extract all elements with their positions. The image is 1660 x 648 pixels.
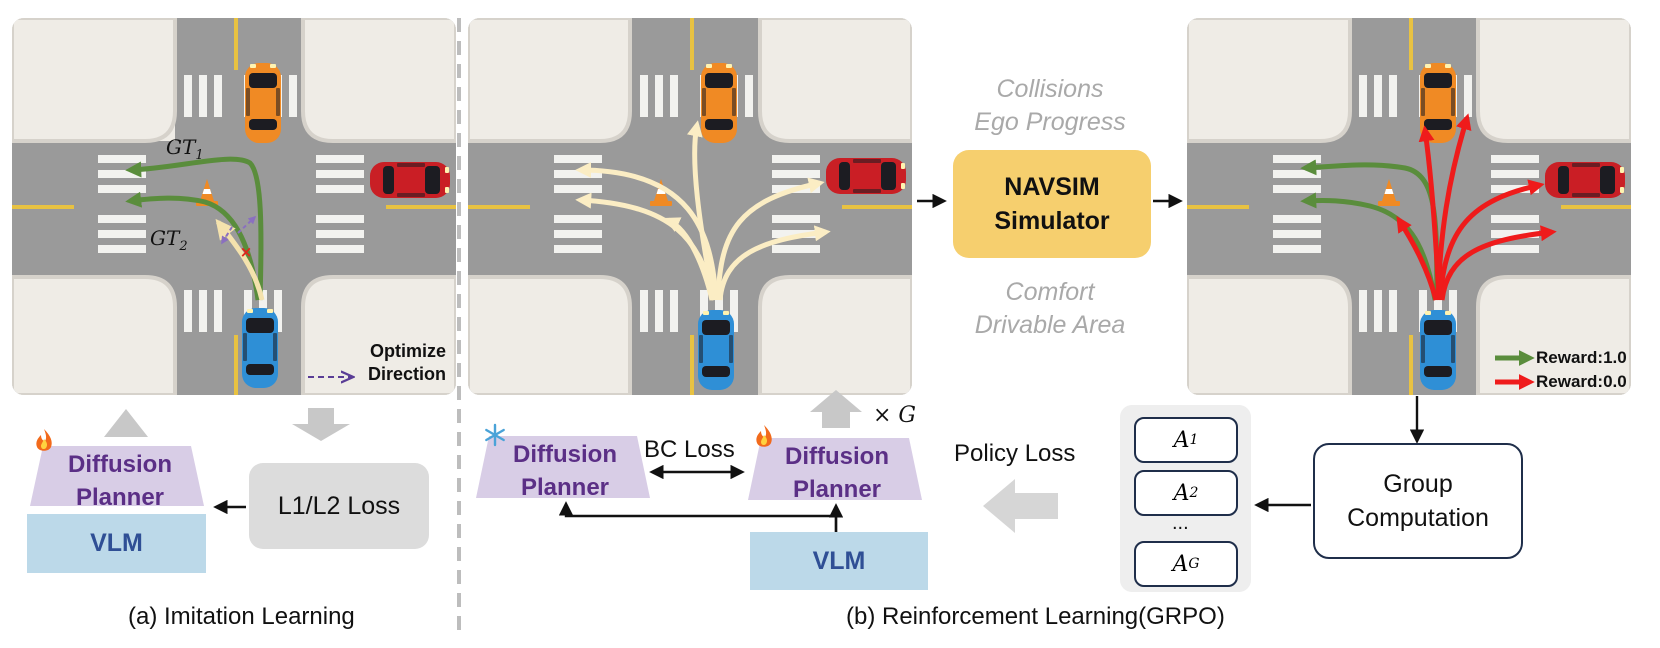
caption-imitation-learning: (a) Imitation Learning — [128, 603, 355, 630]
diffusion-planner-a: Diffusion Planner — [68, 451, 172, 511]
intersection-b — [468, 18, 912, 395]
vlm-box-b: VLM — [750, 532, 928, 590]
intersection-a: × — [12, 18, 456, 395]
gt1-trajectory — [125, 156, 264, 301]
left-arrow-icon — [983, 479, 1058, 533]
error-mark-icon: × — [240, 243, 253, 261]
diffusion-planner-frozen: Diffusion Planner — [513, 441, 617, 501]
gt2-label: GT2 — [150, 226, 188, 254]
predicted-trajectory — [215, 218, 265, 301]
down-arrow-icon — [292, 408, 350, 441]
snowflake-icon — [485, 423, 505, 447]
l1-l2-loss-box: L1/L2 Loss — [249, 463, 429, 549]
sampled-trajectories — [575, 120, 831, 301]
legend-reward-good: Reward:1.0 — [1536, 348, 1627, 367]
intersection-c — [1187, 18, 1631, 395]
gt2-trajectory — [125, 191, 261, 301]
planner-trapezoid-trainable — [748, 438, 922, 500]
ego-car-icon — [698, 310, 734, 390]
optimize-direction-label: Optimize Direction — [367, 341, 446, 384]
vlm-box-a: VLM — [27, 514, 206, 573]
planner-trapezoid-frozen — [476, 436, 650, 498]
bc-loss-label: BC Loss — [644, 436, 735, 463]
orange-car-icon — [245, 63, 281, 143]
gt1-label: GT1 — [166, 135, 204, 163]
fire-icon — [36, 429, 52, 451]
scored-trajectories — [1300, 113, 1557, 301]
ego-car-icon — [242, 308, 278, 388]
red-car-icon — [370, 162, 450, 198]
metrics-bottom: Comfort Drivable Area — [974, 278, 1126, 339]
metrics-top: Collisions Ego Progress — [974, 75, 1126, 136]
red-car-icon — [826, 158, 906, 194]
legend-reward-bad: Reward:0.0 — [1536, 372, 1627, 391]
ego-car-icon — [1420, 310, 1456, 390]
fire-icon — [756, 425, 772, 447]
diffusion-planner-trainable: Diffusion Planner — [785, 443, 889, 503]
planner-trapezoid-a — [30, 446, 204, 506]
orange-car-icon — [701, 63, 737, 143]
advantage-ellipsis: ... — [1172, 512, 1189, 534]
red-car-icon — [1545, 162, 1625, 198]
policy-loss-label: Policy Loss — [954, 440, 1076, 467]
caption-reinforcement-learning: (b) Reinforcement Learning(GRPO) — [846, 603, 1225, 630]
up-arrow-icon — [810, 390, 862, 428]
times-g-label: × G — [873, 403, 917, 428]
